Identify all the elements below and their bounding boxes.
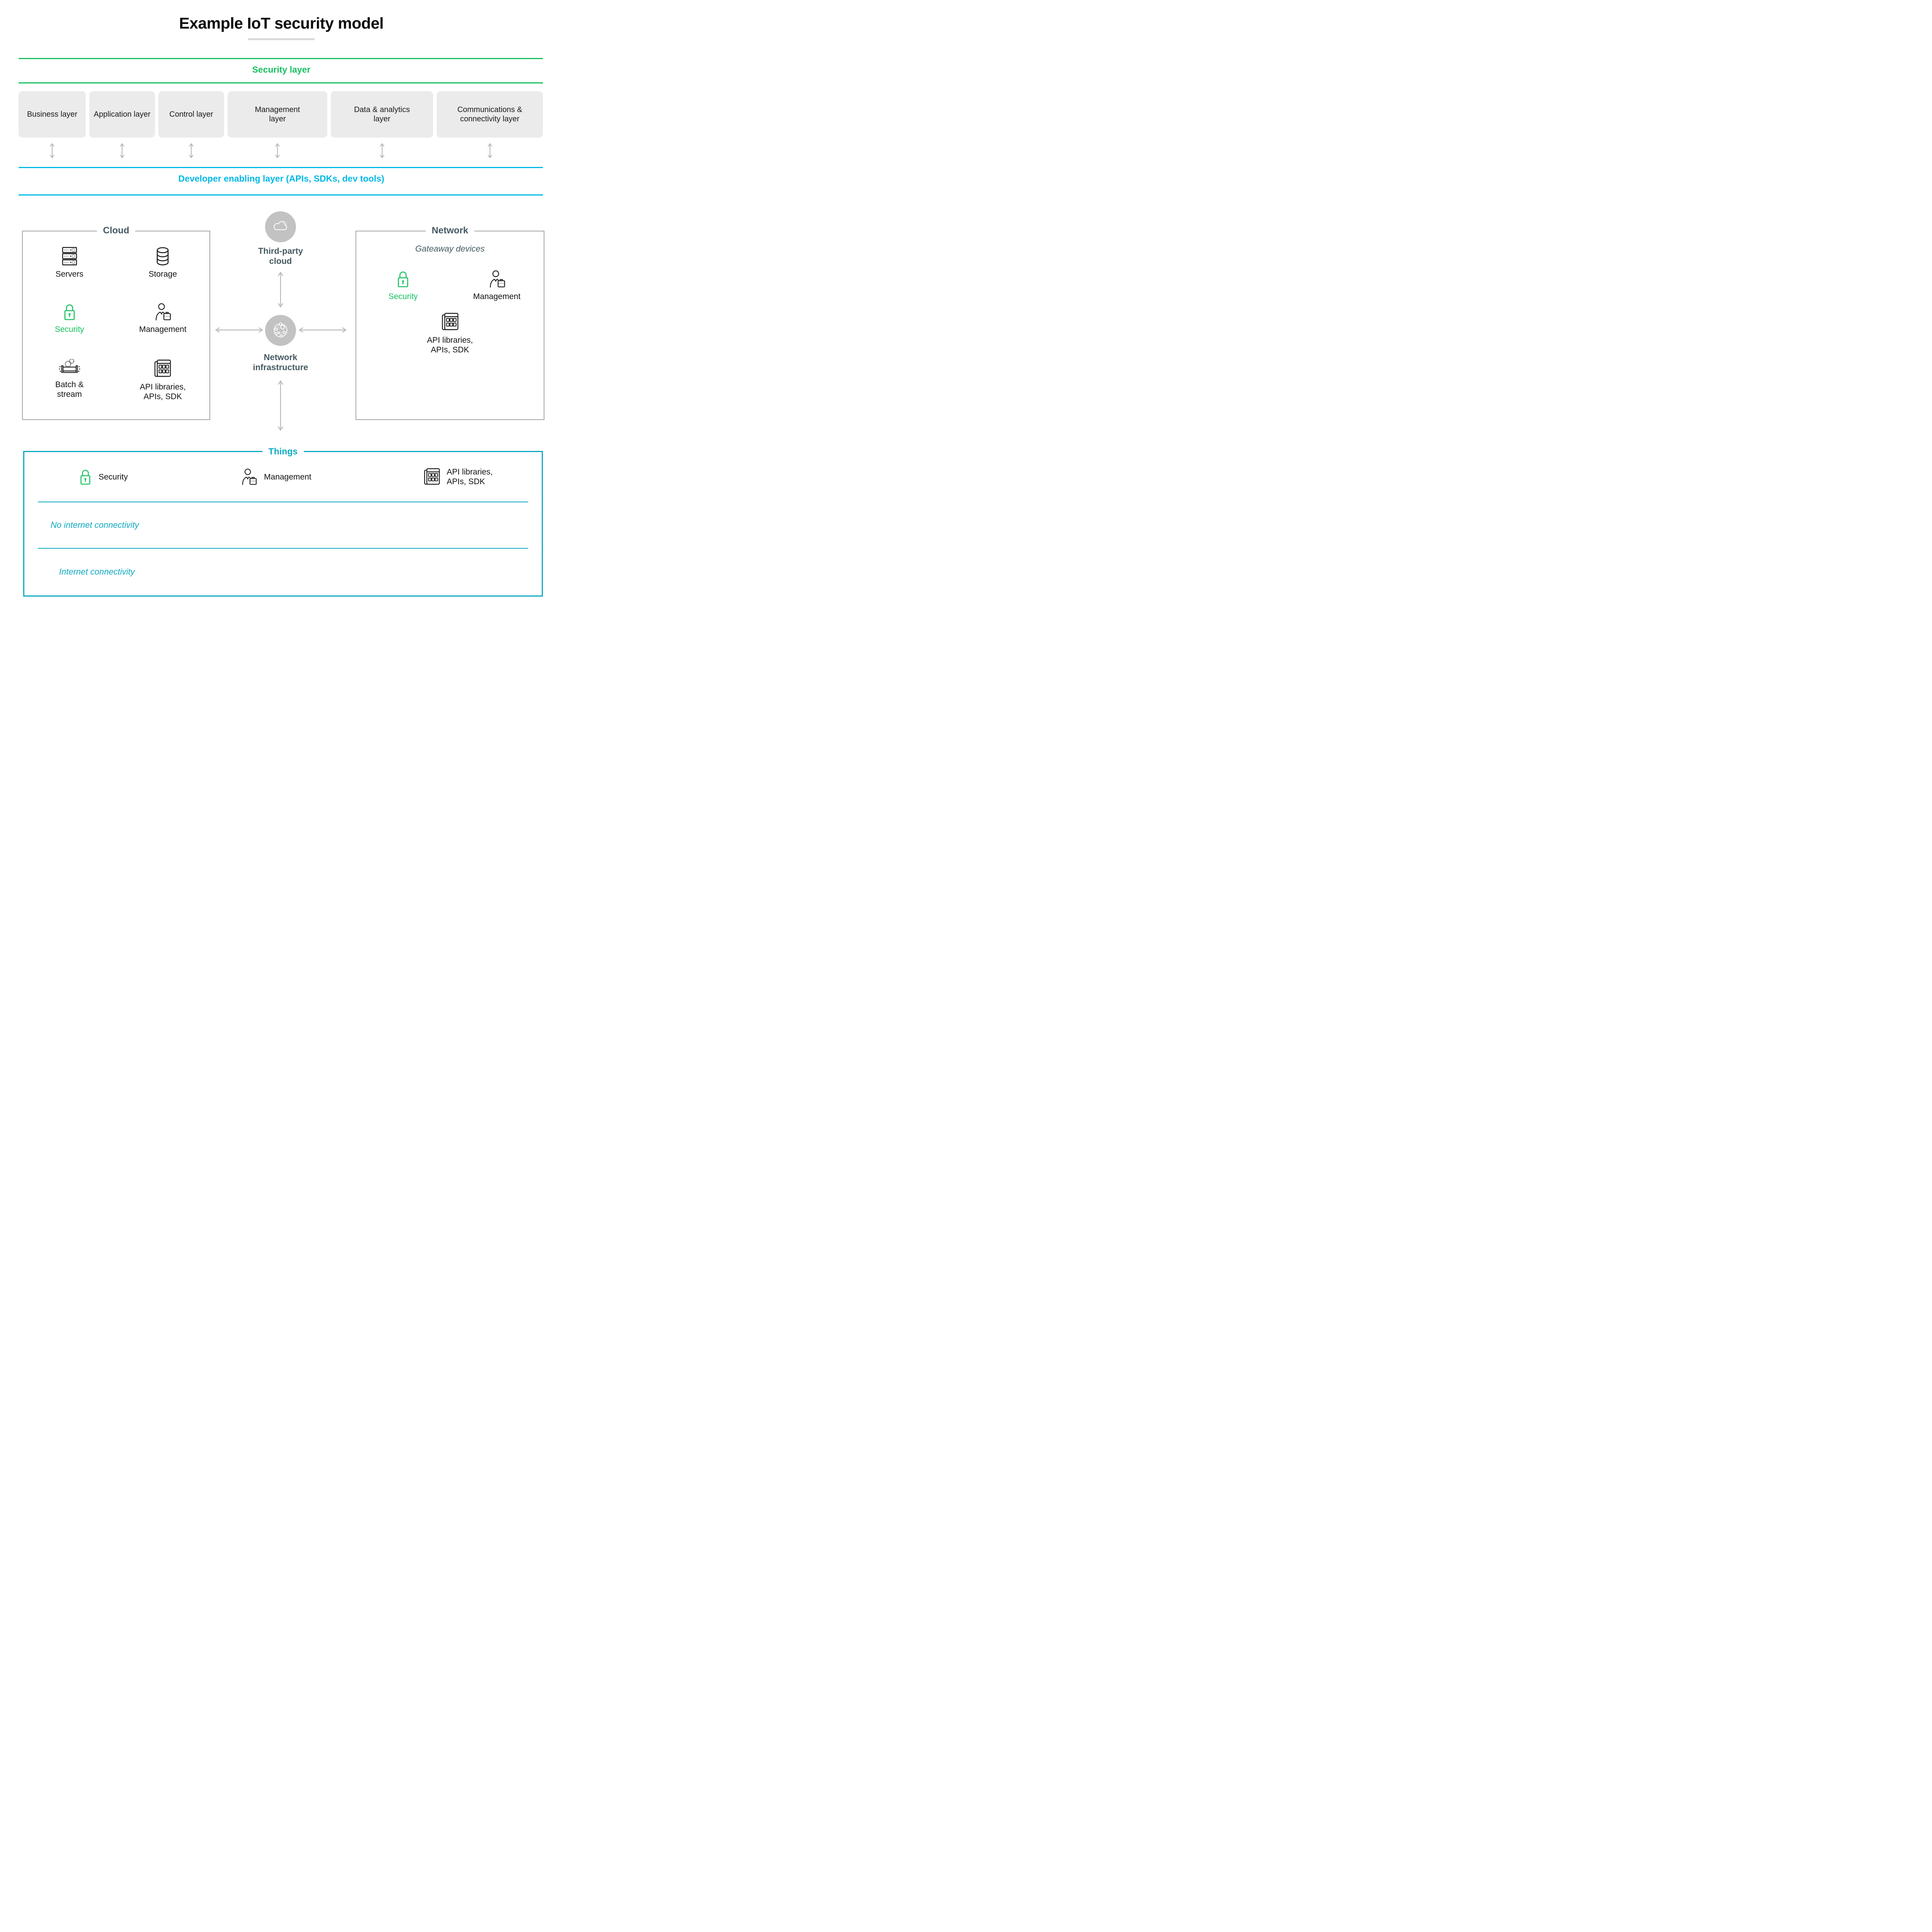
network-infrastructure-label: Network infrastructure	[253, 352, 308, 372]
things-divider	[38, 548, 528, 549]
network-api-item-wrap: API libraries, APIs, SDK	[356, 312, 544, 355]
network-panel-title: Network	[425, 225, 474, 236]
layer-box-data-analytics: Data & analytics layer	[331, 91, 433, 138]
cloud-item-storage: Storage	[116, 247, 210, 303]
security-layer-bottom-line	[19, 82, 543, 83]
network-item-security: Security	[356, 270, 450, 301]
things-band-label: Internet connectivity	[59, 567, 135, 577]
double-arrow-horizontal-icon	[215, 326, 264, 334]
api-icon	[441, 312, 459, 332]
title-underline	[248, 38, 315, 40]
cloud-item-label: API libraries, APIs, SDK	[139, 383, 186, 401]
cloud-item-label: Batch & stream	[55, 380, 84, 399]
servers-icon	[61, 247, 78, 265]
cloud-icon	[271, 218, 290, 236]
cloud-item-api-libraries: API libraries, APIs, SDK	[116, 359, 210, 415]
double-arrow-vertical-icon	[19, 143, 86, 159]
security-layer-top-line	[19, 58, 543, 59]
page-title: Example IoT security model	[179, 14, 384, 32]
network-item-label: Security	[388, 292, 418, 301]
network-nodes-icon	[271, 321, 290, 340]
things-panel: Things Security	[23, 446, 543, 597]
layer-box-communications: Communications & connectivity layer	[437, 91, 543, 138]
things-item-label: API libraries, APIs, SDK	[447, 468, 493, 486]
double-arrow-vertical-icon	[331, 143, 433, 159]
double-arrow-vertical-icon	[158, 143, 224, 159]
third-party-cloud-badge	[265, 211, 296, 242]
layer-box-business: Business layer	[19, 91, 86, 138]
network-item-label: API libraries, APIs, SDK	[427, 336, 473, 354]
api-icon	[423, 468, 440, 486]
things-item-api-libraries: API libraries, APIs, SDK	[423, 467, 496, 486]
cloud-item-security: Security	[23, 303, 116, 359]
things-items-row: Security Management	[24, 452, 542, 502]
cloud-item-label: Management	[139, 325, 187, 334]
things-item-label: Security	[99, 472, 128, 481]
lock-icon	[396, 270, 410, 288]
lock-icon	[62, 303, 77, 321]
things-item-management: Management	[240, 468, 311, 485]
cloud-panel-title: Cloud	[97, 225, 136, 236]
network-item-management: Management	[450, 270, 544, 301]
layer-boxes-row: Business layer Application layer Control…	[19, 91, 543, 138]
storage-icon	[156, 247, 170, 265]
cloud-item-batch-stream: Batch & stream	[23, 359, 116, 415]
api-icon	[154, 359, 172, 378]
network-infrastructure-badge	[265, 315, 296, 346]
middle-section: Cloud	[0, 196, 563, 440]
management-icon	[240, 468, 258, 485]
network-panel: Network Gateaway devices Security	[355, 225, 544, 420]
layer-box-label: Application layer	[94, 110, 151, 119]
cloud-item-management: Management	[116, 303, 210, 359]
management-icon	[153, 303, 172, 321]
things-item-label: Management	[264, 472, 311, 481]
network-items-row: Security Management	[356, 270, 544, 301]
double-arrow-vertical-icon	[89, 143, 155, 159]
things-band-no-internet: No internet connectivity	[24, 502, 542, 548]
cloud-item-label: Storage	[148, 270, 177, 279]
double-arrow-vertical-icon	[437, 143, 543, 159]
layer-box-label: Communications & connectivity layer	[457, 105, 522, 123]
network-subtitle: Gateaway devices	[415, 244, 485, 253]
cloud-item-servers: Servers	[23, 247, 116, 303]
things-band-internet: Internet connectivity	[24, 549, 542, 595]
network-item-api-libraries: API libraries, APIs, SDK	[425, 312, 475, 355]
iot-security-model-diagram: Example IoT security model Security laye…	[0, 0, 563, 608]
third-party-cloud-label: Third-party cloud	[258, 246, 303, 266]
cloud-items-grid: Servers Storage	[23, 231, 209, 415]
double-arrow-horizontal-icon	[298, 326, 347, 334]
batch-stream-icon	[59, 359, 80, 376]
management-icon	[488, 270, 506, 288]
lock-icon	[78, 468, 92, 485]
things-panel-title: Things	[262, 446, 304, 457]
security-layer-label: Security layer	[252, 65, 311, 75]
cloud-item-label: Security	[54, 325, 84, 334]
network-item-label: Management	[473, 292, 521, 301]
double-arrow-vertical-icon	[228, 143, 327, 159]
developer-layer-top-line	[19, 167, 543, 168]
layer-box-management: Management layer	[228, 91, 327, 138]
layer-box-application: Application layer	[89, 91, 155, 138]
things-band-label: No internet connectivity	[51, 520, 139, 530]
things-item-security: Security	[78, 468, 128, 485]
layer-box-label: Control layer	[169, 110, 213, 119]
developer-layer-label: Developer enabling layer (APIs, SDKs, de…	[178, 173, 384, 184]
cloud-item-label: Servers	[55, 270, 83, 279]
layer-box-control: Control layer	[158, 91, 224, 138]
double-arrow-vertical-icon	[277, 271, 284, 308]
layer-arrows-row	[19, 143, 543, 159]
cloud-panel: Cloud	[22, 225, 210, 420]
developer-layer-bottom-line	[19, 194, 543, 196]
layer-box-label: Management layer	[255, 105, 300, 123]
layer-box-label: Data & analytics layer	[354, 105, 410, 123]
layer-box-label: Business layer	[27, 110, 78, 119]
double-arrow-vertical-icon	[277, 380, 284, 431]
